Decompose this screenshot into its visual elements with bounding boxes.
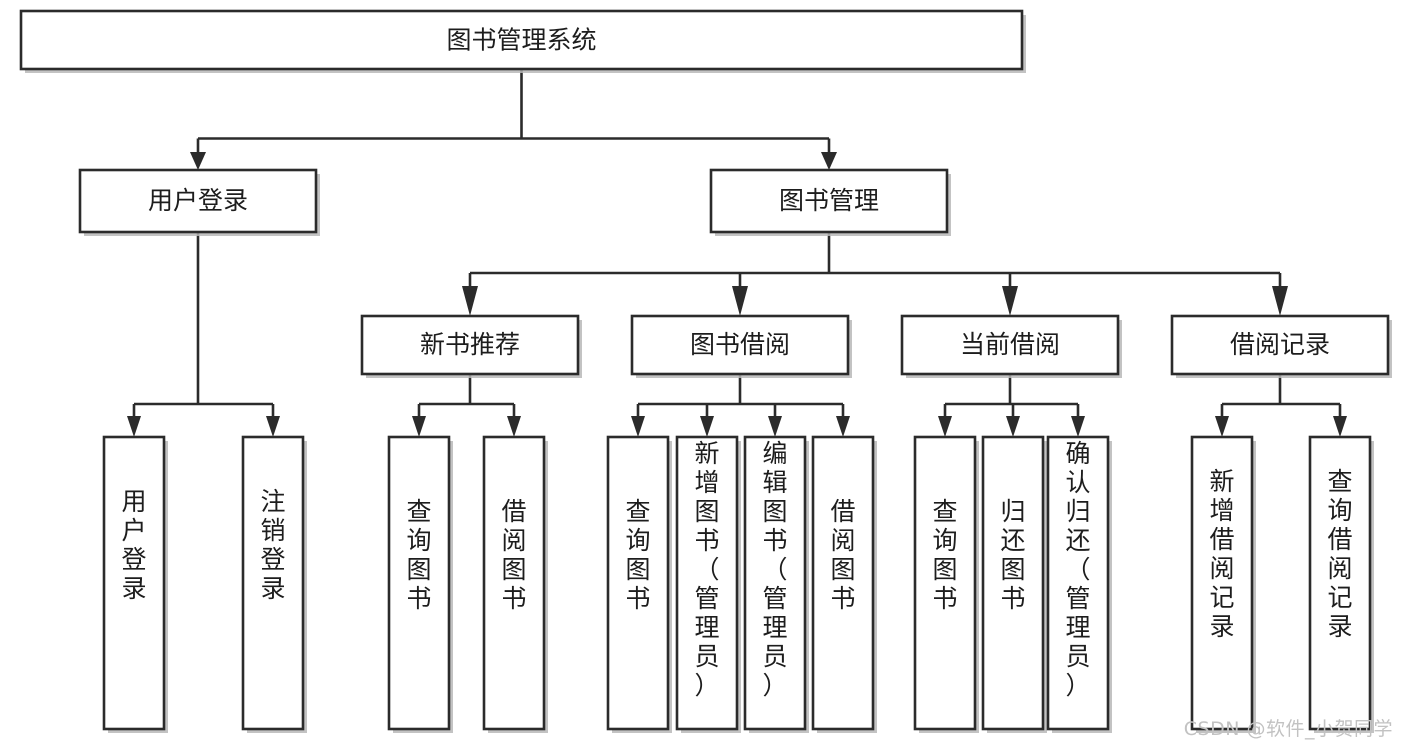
arrow-to-current-borrow	[1002, 286, 1018, 316]
arrow-to-leaf-query-book-borrow	[631, 416, 645, 437]
node-leaf-add-borrow-record-label: 新增借阅记录	[1209, 467, 1234, 641]
arrow-to-book-manage	[821, 152, 837, 170]
arrow-to-leaf-edit-book-admin	[768, 416, 782, 437]
arrow-to-leaf-confirm-return-admin	[1071, 416, 1085, 437]
node-new-book-recommend-label: 新书推荐	[420, 330, 520, 359]
node-leaf-edit-book-admin-label: 编辑图书（管理员）	[762, 439, 787, 700]
arrow-to-leaf-query-book-current	[938, 416, 952, 437]
node-book-borrow[interactable]: 图书借阅	[630, 314, 852, 378]
node-leaf-confirm-return-admin-label: 确认归还（管理员）	[1065, 439, 1090, 700]
node-root[interactable]: 图书管理系统	[19, 9, 1026, 73]
node-leaf-logout-label: 注销登录	[260, 487, 285, 603]
node-leaf-user-login-label: 用户登录	[121, 487, 146, 603]
arrow-to-leaf-logout	[266, 416, 280, 437]
node-leaf-add-book-admin[interactable]: 新增图书（管理员）	[675, 435, 741, 733]
node-leaf-borrow-book-label: 借阅图书	[830, 497, 855, 613]
node-leaf-borrow-book-rec[interactable]: 借阅图书	[482, 435, 548, 733]
node-leaf-query-borrow-record-label: 查询借阅记录	[1327, 467, 1352, 641]
node-current-borrow[interactable]: 当前借阅	[900, 314, 1122, 378]
node-leaf-confirm-return-admin[interactable]: 确认归还（管理员）	[1046, 435, 1112, 733]
node-leaf-return-book[interactable]: 归还图书	[981, 435, 1047, 733]
node-leaf-query-borrow-record[interactable]: 查询借阅记录	[1308, 435, 1374, 733]
node-leaf-query-book-borrow-label: 查询图书	[625, 497, 650, 613]
node-borrow-record[interactable]: 借阅记录	[1170, 314, 1392, 378]
node-user-login[interactable]: 用户登录	[78, 168, 320, 236]
node-leaf-return-book-label: 归还图书	[1000, 497, 1025, 613]
arrow-to-new-book-recommend	[462, 286, 478, 316]
arrow-to-leaf-query-borrow-record	[1333, 416, 1347, 437]
node-leaf-borrow-book[interactable]: 借阅图书	[811, 435, 877, 733]
arrow-to-leaf-add-book-admin	[700, 416, 714, 437]
node-leaf-logout[interactable]: 注销登录	[241, 435, 307, 733]
node-book-manage-label: 图书管理	[779, 186, 879, 215]
arrow-to-leaf-return-book	[1006, 416, 1020, 437]
node-current-borrow-label: 当前借阅	[960, 330, 1060, 359]
csdn-watermark: CSDN @软件_小贺同学	[1183, 718, 1393, 740]
node-leaf-query-book-borrow[interactable]: 查询图书	[606, 435, 672, 733]
node-new-book-recommend[interactable]: 新书推荐	[360, 314, 582, 378]
node-layer: 图书管理系统 用户登录 图书管理 新书推荐	[19, 9, 1392, 733]
node-leaf-query-book-rec-label: 查询图书	[406, 497, 431, 613]
arrow-to-book-borrow	[732, 286, 748, 316]
arrow-to-leaf-borrow-book-rec	[507, 416, 521, 437]
node-leaf-edit-book-admin[interactable]: 编辑图书（管理员）	[743, 435, 809, 733]
node-leaf-query-book-current-label: 查询图书	[932, 497, 957, 613]
node-leaf-add-book-admin-label: 新增图书（管理员）	[694, 439, 719, 700]
node-leaf-add-borrow-record[interactable]: 新增借阅记录	[1190, 435, 1256, 733]
arrow-to-user-login	[190, 152, 206, 170]
edge-layer	[127, 69, 1347, 437]
arrow-to-leaf-add-borrow-record	[1215, 416, 1229, 437]
node-borrow-record-label: 借阅记录	[1230, 330, 1330, 359]
node-book-borrow-label: 图书借阅	[690, 330, 790, 359]
arrow-to-borrow-record	[1272, 286, 1288, 316]
node-leaf-query-book-rec[interactable]: 查询图书	[387, 435, 453, 733]
arrow-to-leaf-borrow-book	[836, 416, 850, 437]
node-leaf-user-login[interactable]: 用户登录	[102, 435, 168, 733]
node-leaf-query-book-current[interactable]: 查询图书	[913, 435, 979, 733]
node-root-label: 图书管理系统	[446, 26, 596, 55]
arrow-to-leaf-query-book-rec	[412, 416, 426, 437]
node-book-manage[interactable]: 图书管理	[709, 168, 951, 236]
node-user-login-label: 用户登录	[148, 186, 248, 215]
arrow-to-leaf-user-login	[127, 416, 141, 437]
node-leaf-borrow-book-rec-label: 借阅图书	[501, 497, 526, 613]
